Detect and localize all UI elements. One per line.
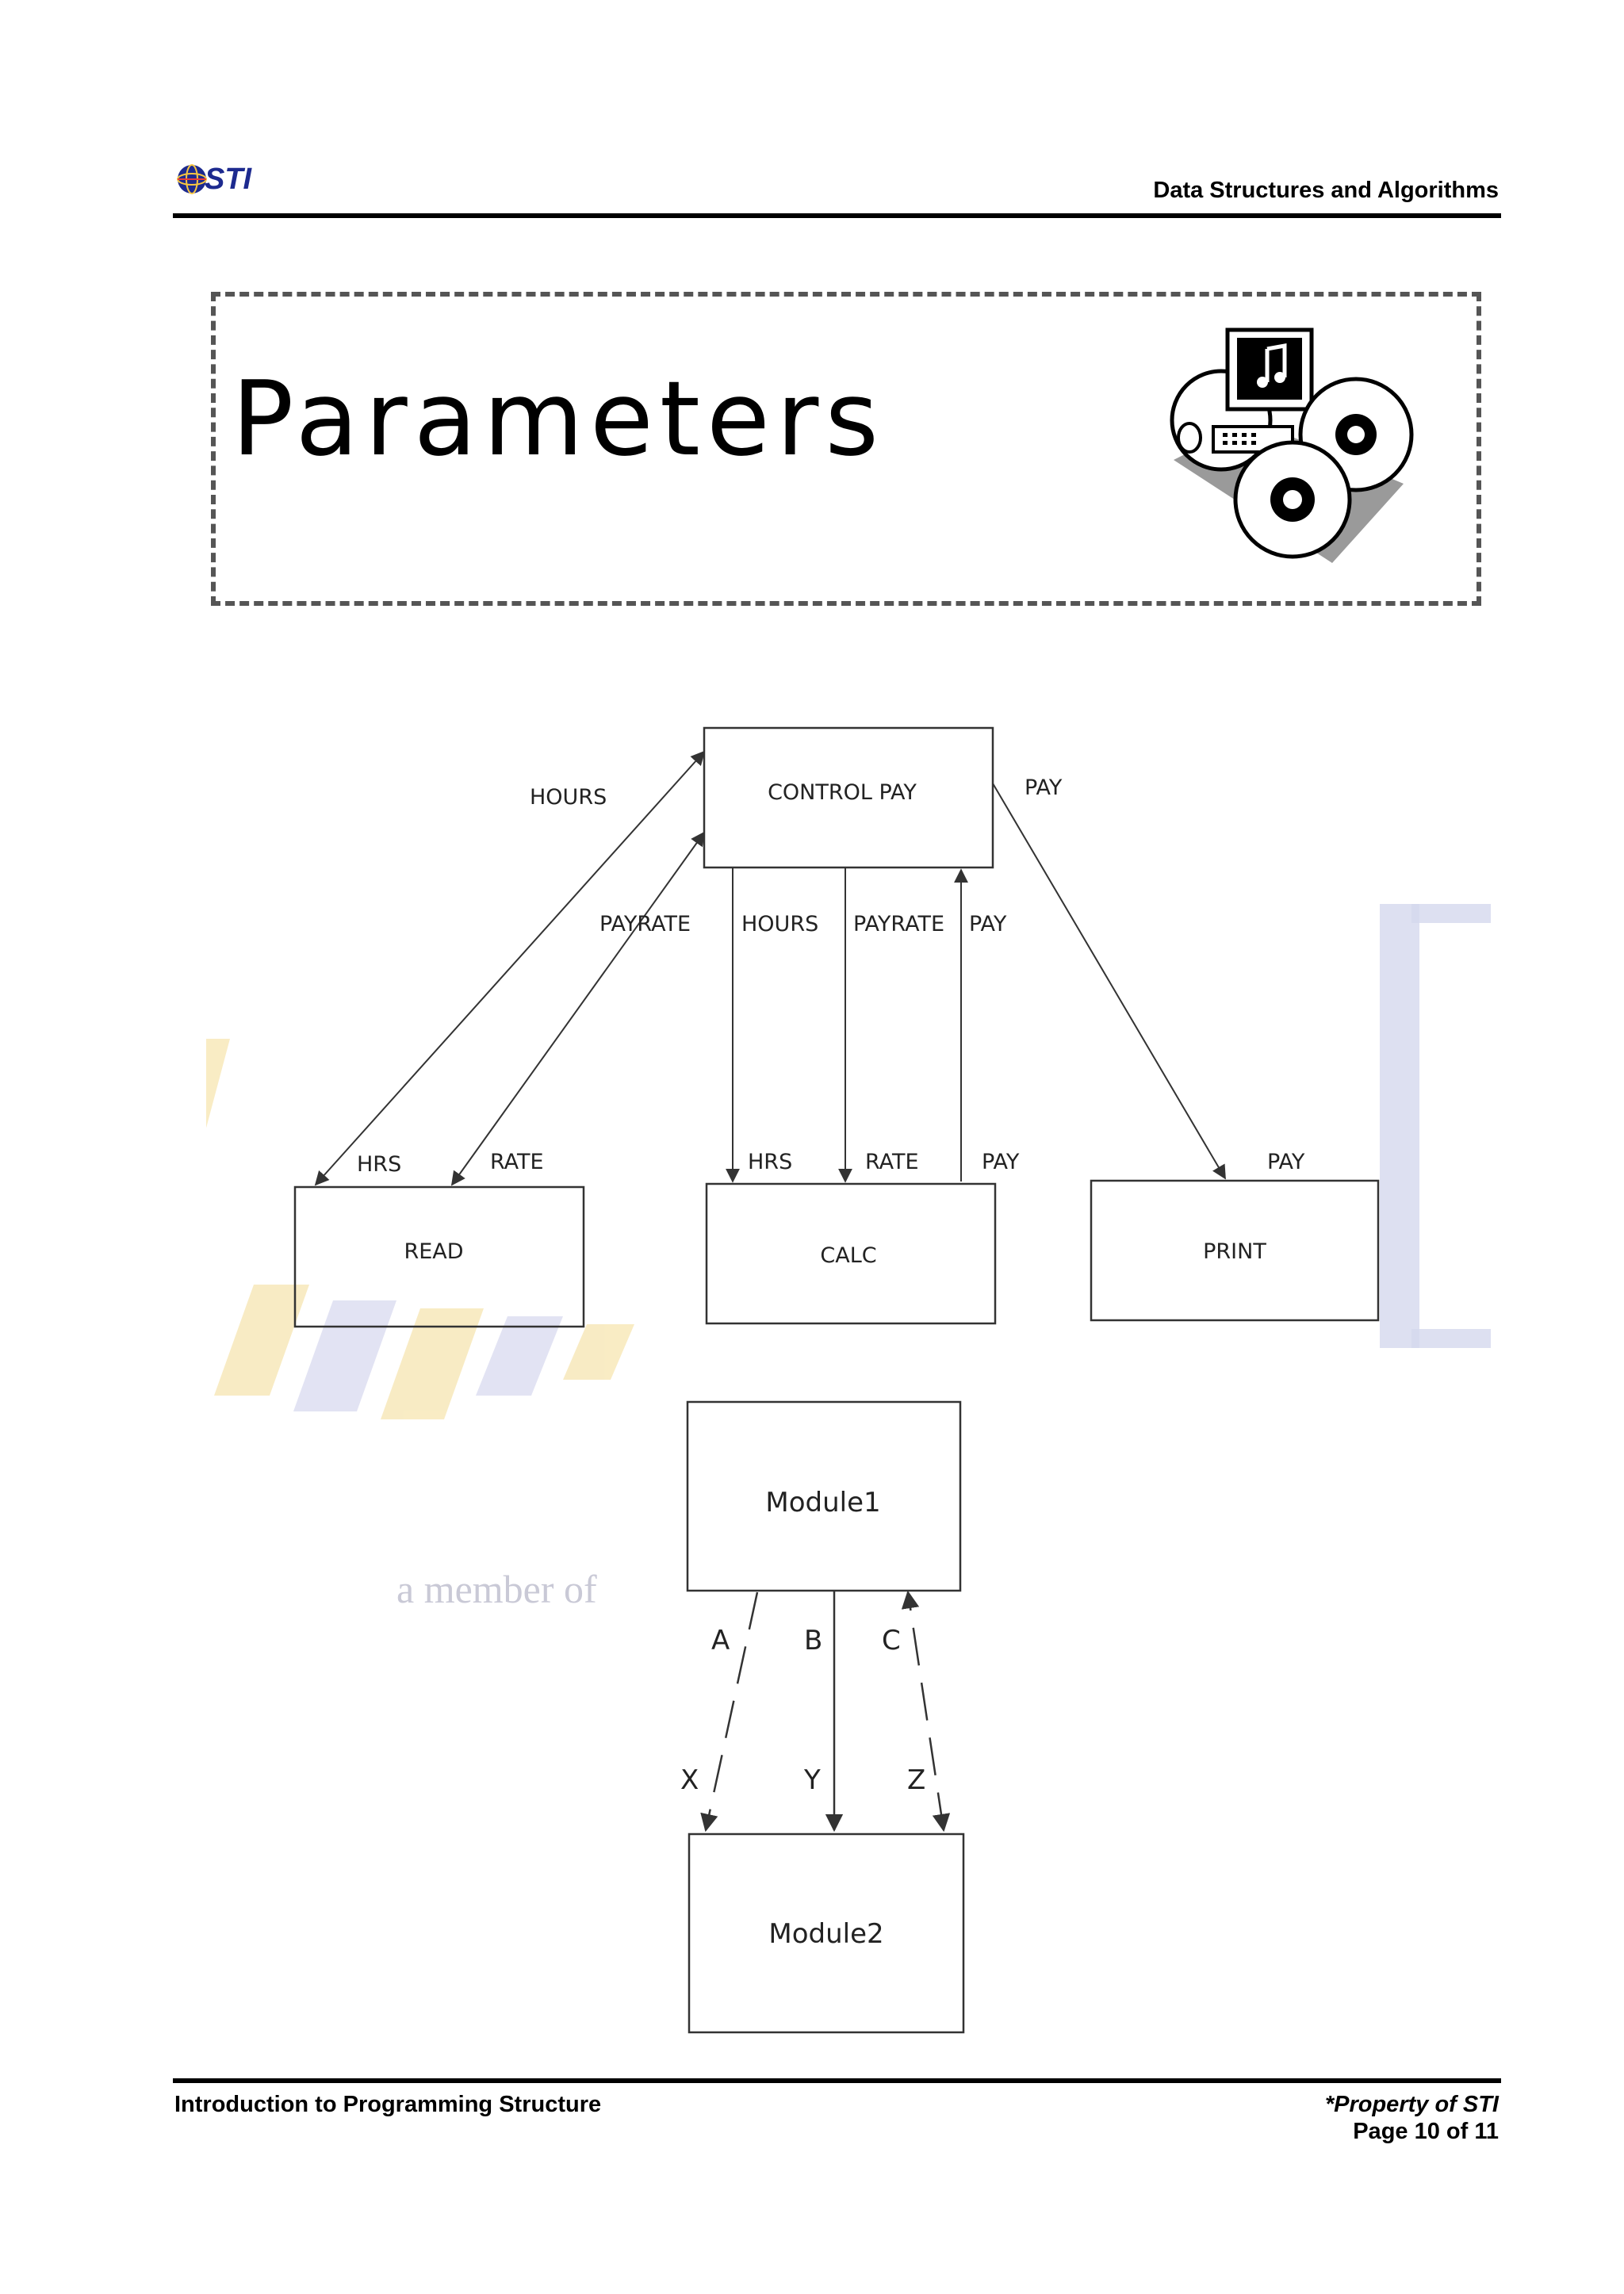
box-print: PRINT	[1090, 1179, 1380, 1322]
page-title: Parameters	[232, 358, 886, 479]
header-title: Data Structures and Algorithms	[1153, 178, 1499, 203]
label-calc-hrs: HRS	[748, 1150, 792, 1174]
label-payrate-mid: PAYRATE	[853, 912, 944, 936]
label-hours-mid: HOURS	[741, 912, 818, 936]
label-calc-rate: RATE	[865, 1150, 919, 1174]
label-print-pay: PAY	[1267, 1150, 1305, 1174]
box-read: READ	[293, 1185, 585, 1328]
title-box	[211, 292, 1481, 606]
header-divider	[173, 213, 1501, 218]
label-pay-top-right: PAY	[1025, 776, 1063, 800]
svg-text:PRINT: PRINT	[1203, 1239, 1266, 1264]
svg-text:READ: READ	[404, 1239, 463, 1264]
label-read-hrs: HRS	[357, 1152, 401, 1177]
svg-text:Module1: Module1	[765, 1487, 880, 1518]
label-z: Z	[907, 1764, 925, 1796]
label-pay-mid: PAY	[969, 912, 1007, 936]
logo-text: STI	[205, 163, 253, 196]
label-x: X	[680, 1764, 699, 1796]
box-control-pay: CONTROL PAY	[703, 726, 994, 869]
sti-logo: STI	[177, 163, 253, 196]
box-module1: Module1	[686, 1400, 962, 1592]
watermark-text: a member of	[396, 1567, 597, 1611]
footer-page-number: Page 10 of 11	[1353, 2119, 1499, 2144]
sti-watermark	[206, 904, 1491, 1419]
label-y: Y	[803, 1764, 821, 1796]
globe-icon	[177, 164, 207, 194]
watermark-bar	[1380, 904, 1419, 1348]
footer-property: *Property of STI	[1324, 2092, 1499, 2117]
svg-text:CONTROL PAY: CONTROL PAY	[768, 780, 917, 805]
label-calc-pay: PAY	[982, 1150, 1020, 1174]
box-module2: Module2	[688, 1833, 965, 2034]
label-b: B	[804, 1625, 822, 1656]
label-c: C	[882, 1625, 901, 1656]
footer-course-title: Introduction to Programming Structure	[174, 2092, 602, 2117]
label-payrate-top: PAYRATE	[599, 912, 691, 936]
footer-divider	[173, 2078, 1501, 2083]
label-hours-top: HOURS	[530, 785, 607, 810]
watermark-stripes	[206, 1039, 634, 1419]
box-calc: CALC	[705, 1182, 997, 1325]
label-a: A	[711, 1625, 730, 1656]
diagram1-arrows	[314, 750, 1226, 1186]
computer-music-cd-clipart-icon	[1170, 327, 1414, 563]
svg-text:Module2: Module2	[768, 1918, 883, 1950]
diagram2-arrows	[700, 1590, 951, 1833]
label-read-rate: RATE	[490, 1150, 544, 1174]
svg-text:CALC: CALC	[820, 1243, 876, 1268]
